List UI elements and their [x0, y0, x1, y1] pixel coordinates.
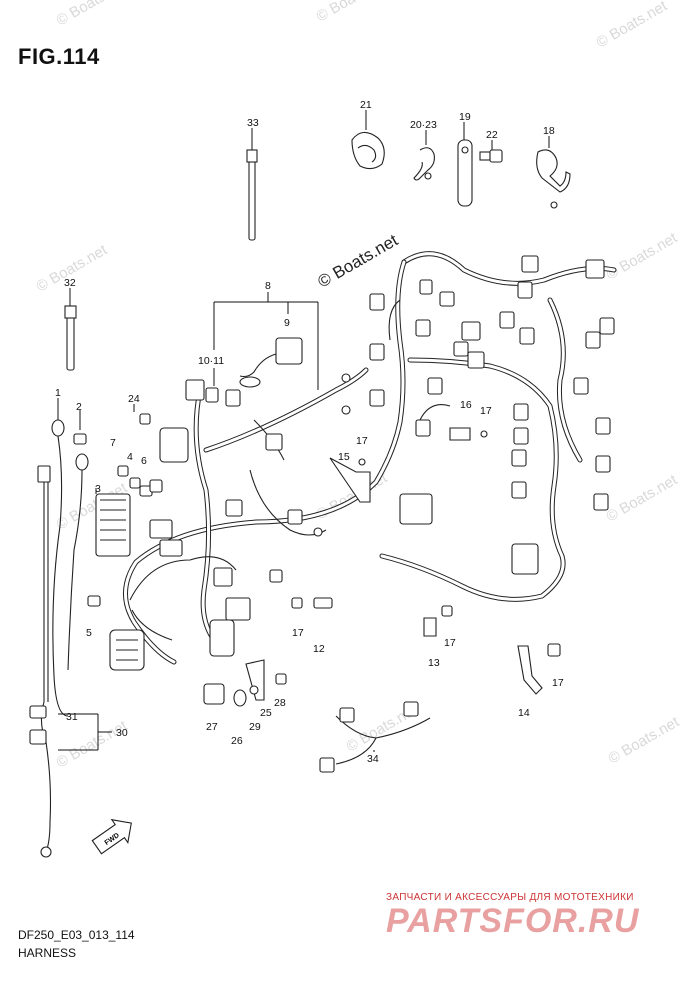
- watermark: © Boats.net: [594, 0, 671, 51]
- fwd-arrow: FWD: [91, 818, 132, 855]
- figure-code: DF250_E03_013_114: [18, 928, 135, 942]
- part-relay-9: [239, 337, 303, 388]
- watermark: © Boats.net: [54, 0, 131, 29]
- callout-22: 22: [486, 129, 498, 141]
- callout-24: 24: [128, 393, 140, 405]
- callout-9: 9: [284, 317, 290, 329]
- small-fasteners: [87, 404, 163, 607]
- part-harness-34: [319, 701, 431, 773]
- callout-7: 7: [110, 437, 116, 449]
- brand-tagline: ЗАПЧАСТИ И АКСЕССУАРЫ ДЛЯ МОТОТЕХНИКИ: [386, 892, 634, 903]
- part-clip-18: [536, 136, 571, 209]
- callout-1: 1: [55, 387, 61, 399]
- callout-2: 2: [76, 401, 82, 413]
- callout-27: 27: [206, 721, 218, 733]
- callout-16: 16: [460, 399, 472, 411]
- bottom-parts: [109, 427, 561, 707]
- callout-17c: 17: [292, 627, 304, 639]
- callout-5: 5: [86, 627, 92, 639]
- callout-21: 21: [360, 99, 372, 111]
- callout-14: 14: [518, 707, 530, 719]
- callout-29: 29: [249, 721, 261, 733]
- callout-30: 30: [116, 727, 128, 739]
- part-cable-tie-32: [64, 288, 77, 371]
- callout-34: 34: [367, 753, 379, 765]
- callout-26: 26: [231, 735, 243, 747]
- part-bracket-19: [457, 122, 473, 207]
- callout-31: 31: [66, 711, 78, 723]
- callout-17b: 17: [356, 435, 368, 447]
- callout-18: 18: [543, 125, 555, 137]
- part-clip-21: [351, 110, 385, 170]
- callout-15: 15: [338, 451, 350, 463]
- callout-4: 4: [127, 451, 133, 463]
- left-subharness: [129, 373, 351, 657]
- harness-connectors: [369, 255, 615, 575]
- callout-17d: 17: [444, 637, 456, 649]
- part-clamp-20-23: [413, 130, 435, 181]
- callout-10-11: 10·11: [198, 355, 224, 367]
- callout-8: 8: [265, 280, 271, 292]
- part-cable-tie-33: [246, 128, 258, 241]
- watermark: © Boats.net: [314, 0, 391, 25]
- callout-lines-8: [213, 292, 319, 390]
- callout-20-23: 20·23: [410, 119, 437, 131]
- callout-28: 28: [274, 697, 286, 709]
- watermark: © Boats.net: [54, 717, 131, 771]
- brand-logo: PARTSFOR.RU: [386, 902, 640, 940]
- watermark: © Boats.net: [606, 713, 683, 767]
- callout-32: 32: [64, 277, 76, 289]
- callout-13: 13: [428, 657, 440, 669]
- callout-25: 25: [260, 707, 272, 719]
- callout-12: 12: [313, 643, 325, 655]
- callout-lines-30-31: [58, 713, 112, 751]
- part-bolt-22: [479, 140, 503, 163]
- callout-3: 3: [95, 483, 101, 495]
- figure-title: FIG.114: [18, 44, 100, 69]
- main-harness: [123, 251, 617, 665]
- watermark: © Boats.net: [604, 471, 681, 525]
- watermark-center: © Boats.net: [315, 230, 402, 291]
- callout-19: 19: [459, 111, 471, 123]
- figure-name: HARNESS: [18, 946, 77, 960]
- callout-6: 6: [141, 455, 147, 467]
- left-cables: [29, 398, 131, 858]
- callout-33: 33: [247, 117, 259, 129]
- callout-17e: 17: [552, 677, 564, 689]
- watermark: © Boats.net: [604, 229, 681, 283]
- callout-17a: 17: [480, 405, 492, 417]
- callout-labels: 33 21 20·23 19 22 18 32 8 9 10·11 1 2 24…: [55, 99, 564, 765]
